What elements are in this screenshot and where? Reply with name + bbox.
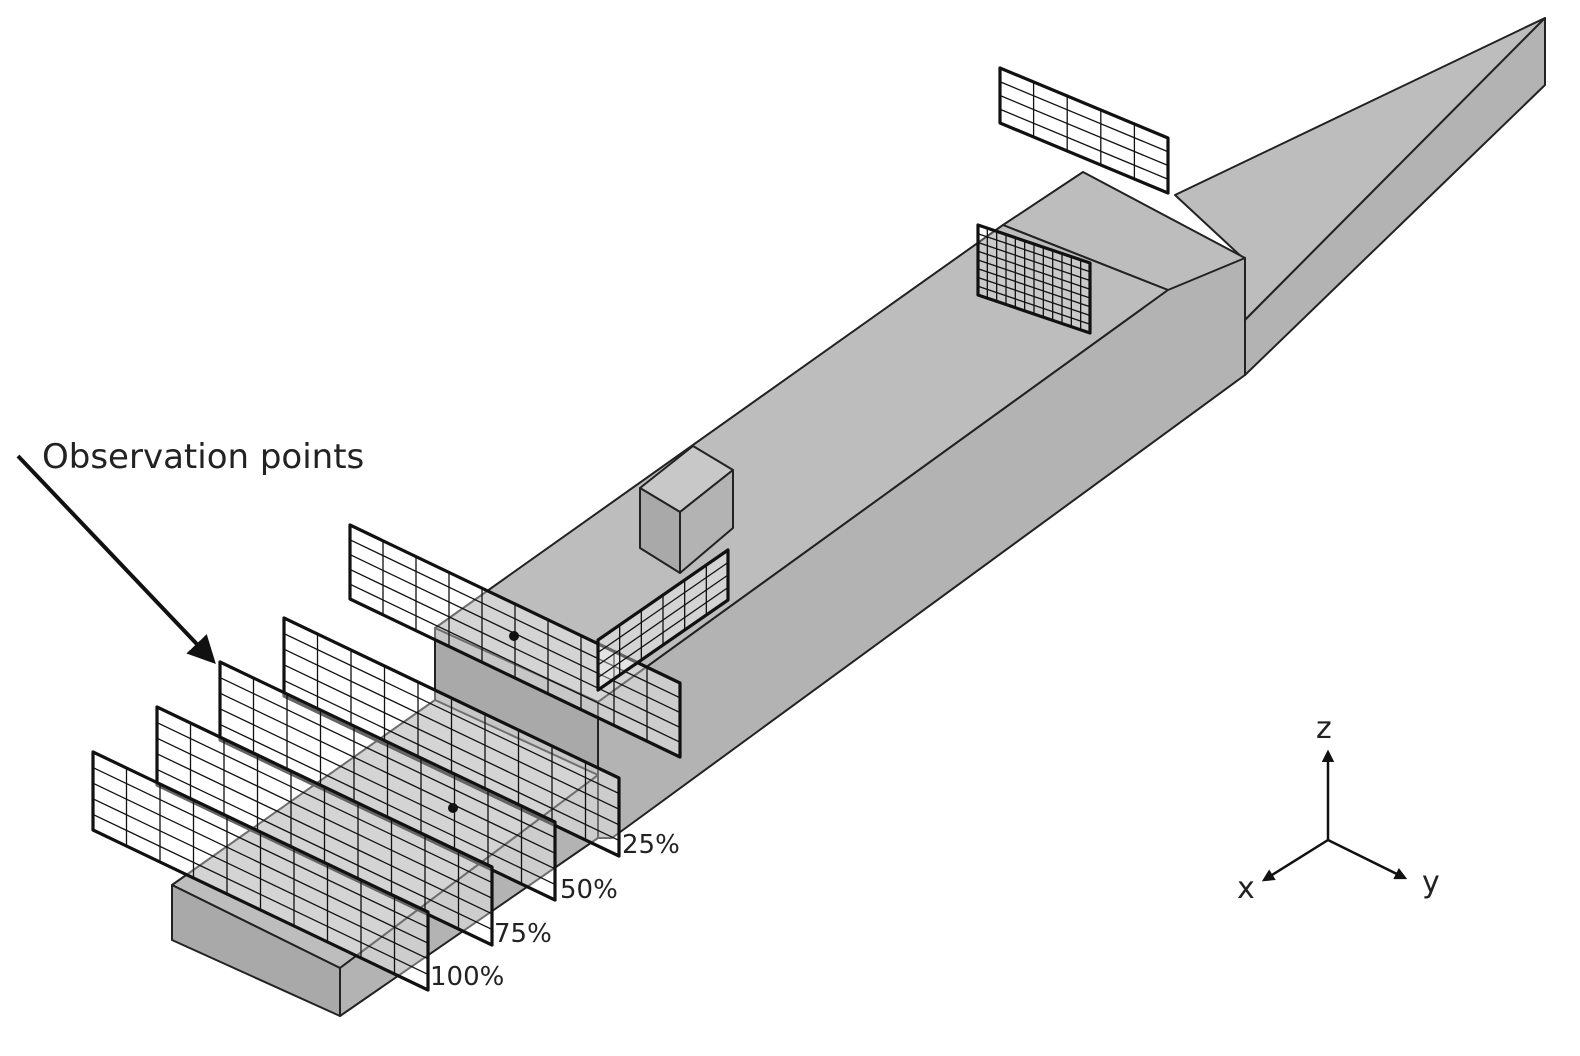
- grid-plane-75: [155, 705, 494, 947]
- z-axis-label: z: [1316, 711, 1332, 746]
- grid-plane-bow-dense-gridline: [977, 276, 1091, 317]
- observation-point-marker: [509, 631, 519, 641]
- grid-plane-25-gridline: [283, 664, 620, 826]
- grid-plane-50-gridline: [219, 708, 556, 870]
- grid-plane-75-gridline: [156, 737, 493, 899]
- position-label-50: 50%: [560, 875, 618, 905]
- grid-plane-midship-gridline: [349, 583, 681, 743]
- grid-plane-midship-gridline: [349, 568, 681, 728]
- grid-plane-midship: [348, 523, 682, 759]
- hull-model: [171, 17, 1546, 1017]
- grid-plane-25-gridline: [283, 679, 620, 841]
- grid-plane-100: [91, 750, 430, 992]
- grid-plane-bow-dense: [976, 223, 1092, 335]
- position-label-100: 100%: [430, 962, 504, 992]
- deck-box-side-face: [679, 469, 734, 574]
- grid-plane-transverse-gridline: [597, 561, 729, 654]
- grid-plane-transverse-gridline: [597, 574, 729, 666]
- grid-plane-75-gridline: [156, 768, 493, 930]
- grid-plane-bow-dense-gridline: [977, 250, 1091, 290]
- grid-plane-bow-upper-gridline: [999, 94, 1169, 167]
- y-axis-arrow: [1327, 838, 1408, 880]
- grid-plane-bow-upper: [998, 66, 1170, 195]
- grid-plane-transverse: [596, 548, 730, 692]
- grid-plane-25-gridline: [283, 633, 620, 795]
- observation-arrow: [16, 454, 216, 665]
- grid-plane-100-gridline: [92, 767, 429, 929]
- observation-points-label: Observation points: [42, 437, 364, 477]
- grid-plane-50-gridline: [219, 677, 556, 839]
- position-label-75: 75%: [494, 919, 552, 949]
- grid-plane-100-gridline: [92, 798, 429, 960]
- grid-plane-75-gridline: [156, 753, 493, 915]
- grid-plane-75-gridline: [156, 722, 493, 884]
- coordinate-axes: z y x: [1237, 711, 1440, 906]
- grid-plane-bow-dense-gridline: [977, 268, 1091, 308]
- grid-plane-transverse-gridline: [597, 586, 729, 679]
- grid-plane-bow-dense-gridline: [977, 259, 1091, 299]
- grid-plane-25-gridline: [283, 648, 620, 810]
- grid-plane-bow-upper-gridline: [999, 108, 1169, 180]
- grid-plane-50-gridline: [219, 723, 556, 885]
- x-axis-label: x: [1237, 871, 1255, 906]
- measurement-grids: [91, 66, 1170, 992]
- stern-side-face: [339, 774, 599, 1017]
- grid-plane-25: [282, 616, 621, 858]
- position-label-25: 25%: [622, 830, 680, 860]
- y-axis-label: y: [1422, 865, 1440, 900]
- x-axis-arrow: [1261, 838, 1329, 882]
- grid-plane-bow-upper-gridline: [999, 81, 1169, 153]
- grid-plane-bow-dense-gridline: [977, 241, 1091, 282]
- observation-point-marker: [448, 803, 458, 813]
- grid-plane-bow-dense-gridline: [977, 233, 1091, 273]
- grid-plane-bow-dense-gridline: [977, 285, 1091, 325]
- grid-plane-50-gridline: [219, 692, 556, 854]
- grid-plane-50: [218, 660, 557, 902]
- grid-plane-100-gridline: [92, 782, 429, 944]
- grid-plane-100-gridline: [92, 813, 429, 975]
